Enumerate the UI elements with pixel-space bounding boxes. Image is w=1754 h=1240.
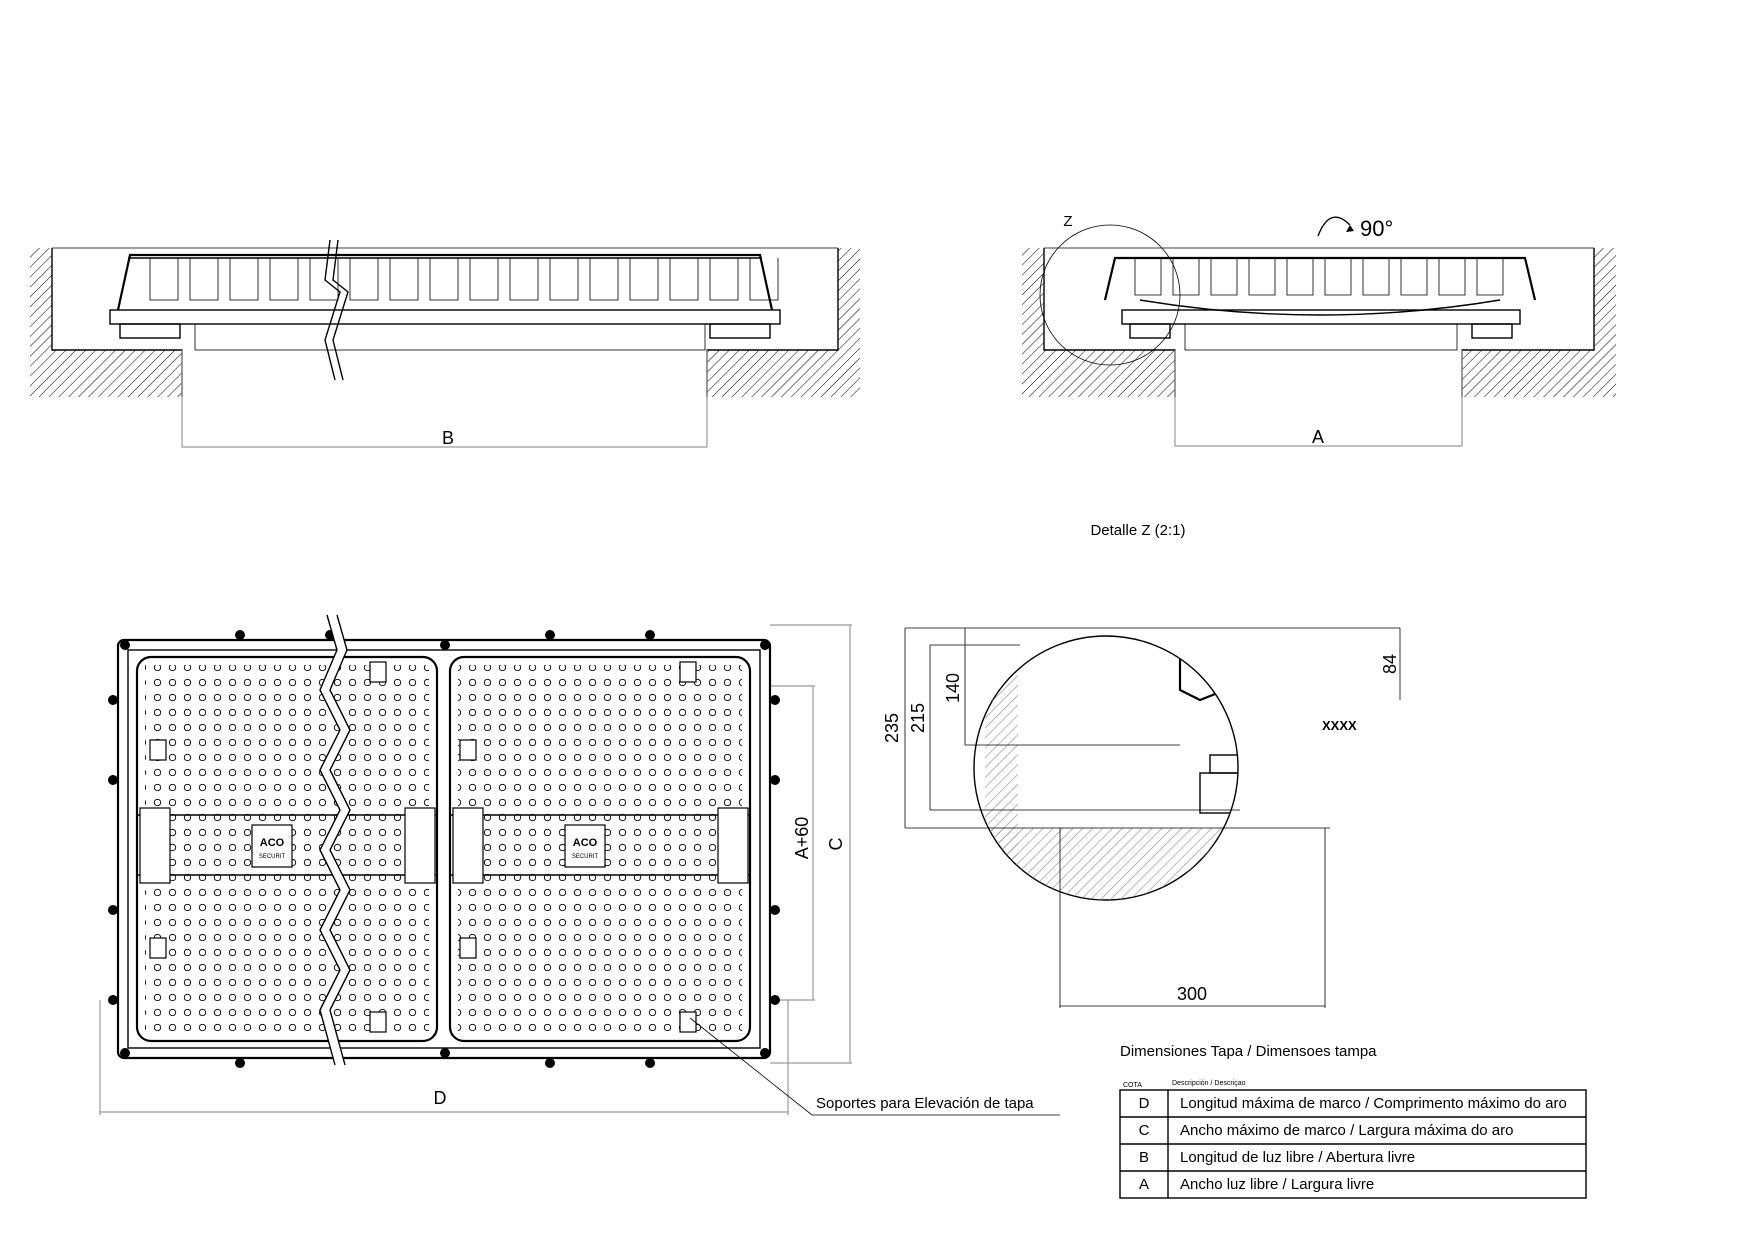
dimension-84: 84: [1380, 654, 1400, 674]
cover-rib: [1286, 258, 1314, 296]
table-header-cota: COTA: [1123, 1082, 1142, 1089]
frame-bolt: [545, 1058, 555, 1068]
dimension-b: B: [442, 428, 454, 448]
logo-text: ACO: [260, 837, 285, 849]
table-row-desc: Longitud de luz libre / Abertura livre: [1180, 1149, 1415, 1166]
rotation-arrow-icon: [1317, 216, 1351, 237]
dimension-140: 140: [943, 673, 963, 703]
frame-bolt: [770, 695, 780, 705]
detail-z-marker: Z: [1063, 213, 1072, 230]
cover-rib: [429, 258, 459, 301]
table-header-desc: Descripción / Descriçao: [1172, 1080, 1246, 1087]
aco-logo-icon: [251, 824, 293, 868]
cover-rib: [1248, 258, 1276, 296]
frame-bolt: [645, 1058, 655, 1068]
cover-rib: [1400, 258, 1428, 296]
cover-rib: [1438, 258, 1466, 296]
detail-z-view: Detalle Z (2:1) 235 215: [882, 522, 1401, 1008]
logo-text: ACO: [573, 837, 598, 849]
dimensions-table: Dimensiones Tapa / Dimensoes tampa COTA …: [1119, 1043, 1587, 1199]
cover-rib: [749, 258, 779, 301]
table-row-desc: Ancho máximo de marco / Largura máxima d…: [1180, 1122, 1513, 1139]
frame-bolt: [760, 1048, 770, 1058]
rotation-label: 90°: [1360, 216, 1393, 241]
cover-rib: [1476, 258, 1504, 296]
section-view-short: Z 90° A: [1022, 213, 1616, 447]
lifting-support: [679, 661, 697, 683]
dimension-a-plus-60: A+60: [792, 817, 812, 860]
lifting-supports: [149, 661, 697, 1033]
plan-view: ACO SECURIT ACO SECURIT D C A+60 Soporte…: [99, 614, 1060, 1116]
logo-subtext: SECURIT: [259, 854, 286, 860]
cover-rib: [709, 258, 739, 301]
cover-ribs: [149, 258, 779, 301]
lifting-support: [149, 937, 167, 959]
frame-bolt: [770, 905, 780, 915]
cover-rib: [509, 258, 539, 301]
cover-rib: [589, 258, 619, 301]
cover-rib: [389, 258, 419, 301]
frame-bolt: [545, 630, 555, 640]
dimension-300: 300: [1177, 984, 1207, 1004]
frame-bolt: [235, 630, 245, 640]
cover-rib: [1210, 258, 1238, 296]
lifting-support: [679, 1011, 697, 1033]
frame-bolt: [645, 630, 655, 640]
marking-xxxx: XXXX: [1322, 718, 1357, 733]
lifting-support: [369, 661, 387, 683]
aco-logo-icon: [564, 824, 606, 868]
dimension-c: C: [826, 838, 846, 851]
frame-bolt: [108, 695, 118, 705]
cover-rib: [269, 258, 299, 301]
detail-title: Detalle Z (2:1): [1090, 522, 1185, 539]
cover-rib: [1172, 258, 1200, 296]
frame-bolt: [108, 775, 118, 785]
frame-bolt: [235, 1058, 245, 1068]
dimension-d: D: [434, 1088, 447, 1108]
callout-lifting-supports: Soportes para Elevación de tapa: [816, 1095, 1034, 1112]
cover-rib: [309, 258, 339, 301]
frame-bolt: [108, 905, 118, 915]
frame-bolts: [108, 630, 780, 1068]
cover-rib: [1134, 258, 1162, 296]
detail-z-marker-circle: [1039, 224, 1181, 366]
section-view-long: B: [30, 239, 860, 448]
table-title: Dimensiones Tapa / Dimensoes tampa: [1120, 1043, 1377, 1060]
frame-bolt: [440, 1048, 450, 1058]
frame-bolt: [770, 775, 780, 785]
table-row-code: A: [1139, 1176, 1149, 1193]
frame-bolt: [770, 995, 780, 1005]
cover-rib: [629, 258, 659, 301]
frame-bolt: [120, 1048, 130, 1058]
cover-rib: [149, 258, 179, 301]
cover-rib: [189, 258, 219, 301]
cover-rib: [669, 258, 699, 301]
cover-rib: [1324, 258, 1352, 296]
table-row-code: D: [1139, 1095, 1150, 1112]
lifting-support: [369, 1011, 387, 1033]
table-row-code: B: [1139, 1149, 1149, 1166]
cover-rib: [1362, 258, 1390, 296]
cover-rib: [469, 258, 499, 301]
dimension-a: A: [1312, 427, 1324, 447]
table-row-code: C: [1139, 1122, 1150, 1139]
cover-rib: [549, 258, 579, 301]
lifting-support: [459, 739, 477, 761]
lifting-support: [149, 739, 167, 761]
cover-rib: [349, 258, 379, 301]
table-row-desc: Longitud máxima de marco / Comprimento m…: [1180, 1095, 1567, 1112]
frame-bolt: [760, 640, 770, 650]
frame-bolt: [108, 995, 118, 1005]
logo-subtext: SECURIT: [572, 854, 599, 860]
frame-bolt: [440, 640, 450, 650]
lifting-support: [459, 937, 477, 959]
table-row-desc: Ancho luz libre / Largura livre: [1180, 1176, 1374, 1193]
cover-rib: [229, 258, 259, 301]
cover-ribs-short: [1134, 258, 1504, 296]
dimension-235: 235: [882, 713, 902, 743]
frame-bolt: [120, 640, 130, 650]
dimension-215: 215: [908, 703, 928, 733]
